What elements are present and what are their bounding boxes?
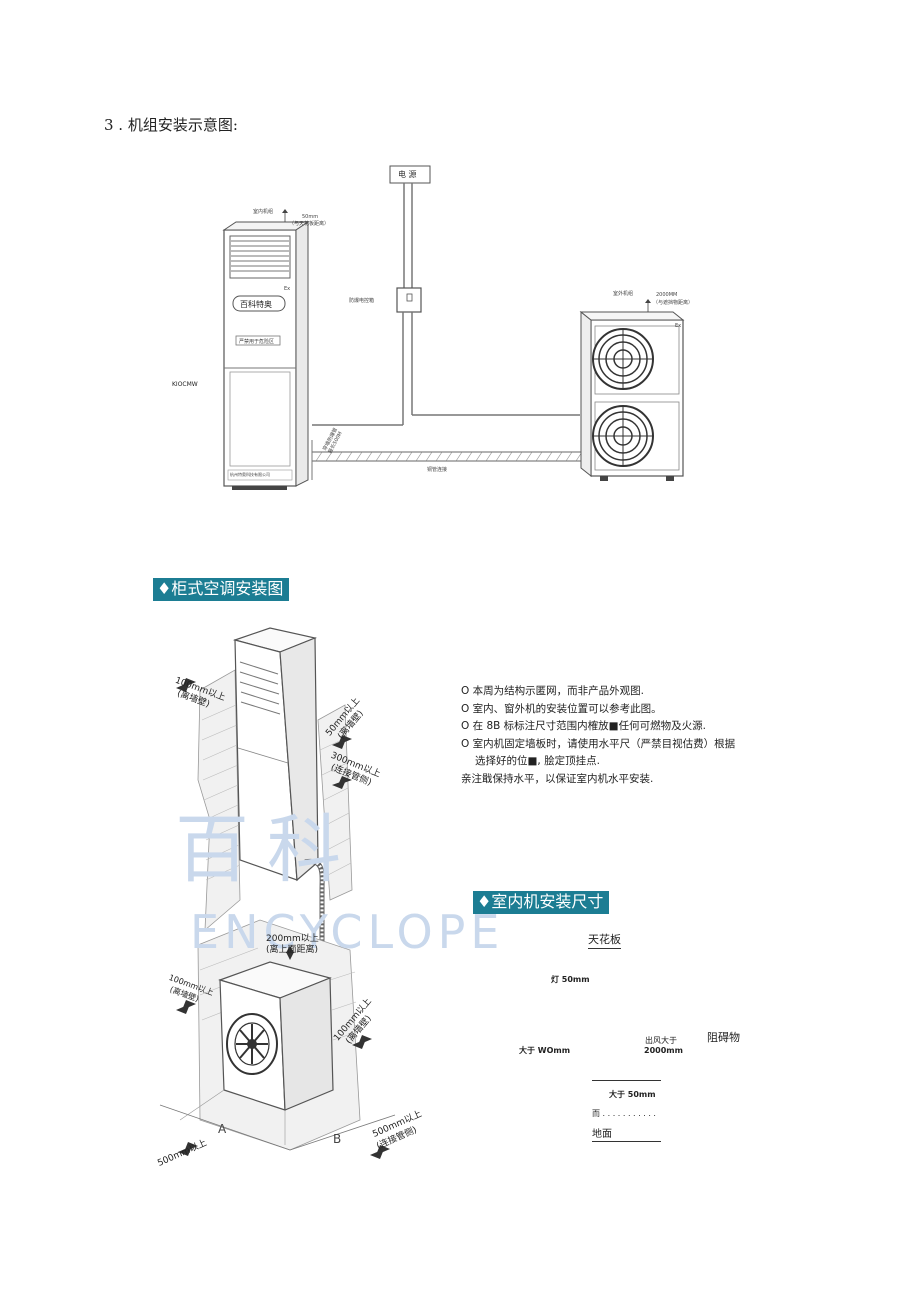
- bottom-plate: 杭州特奥科技有限公司: [230, 472, 270, 477]
- indoor-unit: [222, 221, 310, 490]
- power-box: [389, 165, 431, 184]
- installation-schematic: [222, 165, 685, 490]
- side-code: KIOCMW: [172, 381, 198, 388]
- control-box: [396, 287, 422, 313]
- control-box-label: 防爆电控箱: [349, 298, 375, 304]
- label-b: B: [333, 1132, 342, 1146]
- label-center-2: (离上面距离): [266, 945, 319, 955]
- top-gap-label: 灯 50mm: [551, 975, 590, 984]
- dots-line: 而 . . . . . . . . . . .: [592, 1109, 656, 1118]
- floor-label: 地面: [592, 1125, 661, 1142]
- outdoor-unit: [579, 310, 685, 481]
- ex-mark-outdoor: Ex: [675, 323, 682, 329]
- note-1: O 本周为结构示匿网，而非产品外观图.: [461, 685, 644, 697]
- watermark-en: ENCYCLOPE: [190, 905, 505, 959]
- outdoor-clearance-note: （与遮挡物距离）: [653, 300, 694, 306]
- outlet-label-1: 出风大于: [645, 1036, 677, 1045]
- ex-mark-indoor: Ex: [284, 286, 291, 292]
- section-heading: 3 . 机组安装示意图:: [104, 116, 238, 134]
- note-5: 选择好的位■, 脍定顶挂点.: [475, 755, 600, 767]
- install-notes: O 本周为结构示匿网，而非产品外观图. O 室内、窗外机的安装位置可以参考此图。…: [461, 683, 735, 788]
- indoor-cabinet: [232, 627, 319, 882]
- outdoor-unit-iso: [218, 961, 334, 1111]
- outlet-label-2: 2000mm: [644, 1046, 683, 1055]
- brand-sub: 严禁用于危险区: [239, 339, 275, 345]
- note-4: O 室内机固定墙板时，请使用水平尺（严禁目视估费）根据: [461, 737, 736, 750]
- cabinet-install-banner: ♦柜式空调安装图: [153, 578, 290, 601]
- outdoor-unit-label: 室外机组: [613, 291, 634, 297]
- label-center-1: 200mm以上: [266, 934, 319, 944]
- label-a: A: [218, 1122, 227, 1136]
- note-2: O 室内、窗外机的安装位置可以参考此图。: [461, 702, 662, 715]
- top-clearance: 50mm: [302, 214, 319, 220]
- side-gap-label: 大于 WOmm: [519, 1046, 571, 1055]
- outdoor-clearance: 2000MM: [656, 292, 678, 298]
- note-3: O 在 8B 标标注尺寸范围内榷放■任何可燃物及火源.: [461, 720, 706, 732]
- pipe-label: 铜管连接: [427, 467, 448, 473]
- power-label: 电 源: [398, 170, 417, 179]
- indoor-unit-label: 室内机组: [253, 209, 274, 215]
- cabinet-install-illustration: [159, 627, 396, 1159]
- watermark-cn: 百科: [175, 807, 359, 893]
- ceiling-label: 天花板: [588, 931, 621, 949]
- bottom-gap-line: [592, 1080, 661, 1081]
- brand-plate: 百科特奥: [240, 300, 272, 309]
- top-clearance-note: （与天花板距离）: [289, 221, 330, 227]
- note-6: 亲注戢保持水平，以保证室内机水平安装.: [461, 772, 654, 785]
- obstacle-label: 阻碍物: [707, 1031, 740, 1044]
- bottom-gap-label: 大于 50mm: [609, 1090, 656, 1099]
- indoor-dimensions-banner: ♦室内机安装尺寸: [473, 891, 610, 914]
